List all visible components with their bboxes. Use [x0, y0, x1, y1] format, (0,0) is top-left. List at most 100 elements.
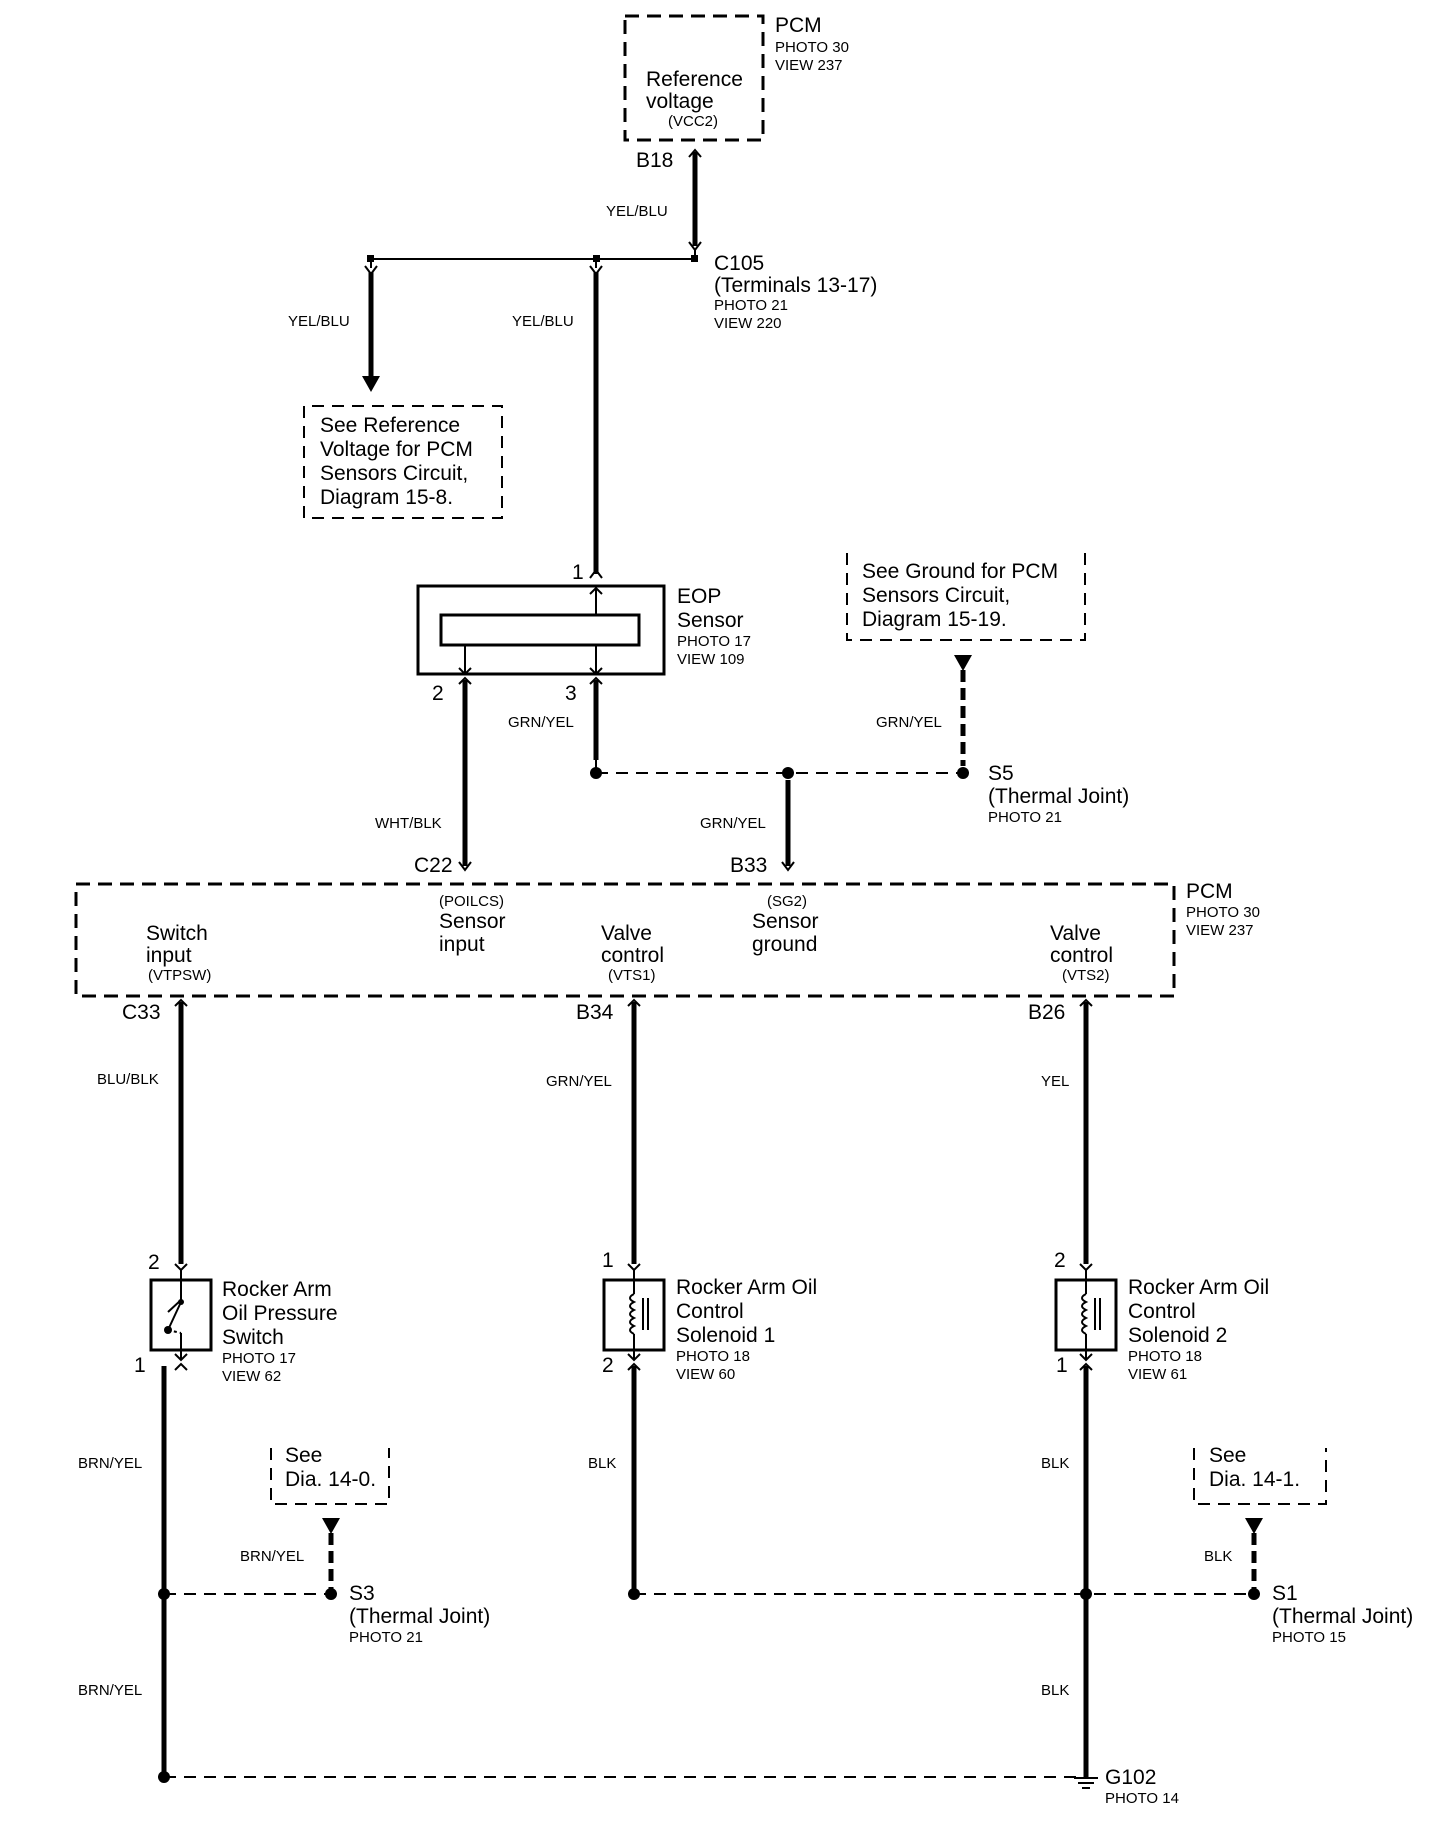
sensor-ground-1: Sensor [752, 910, 819, 933]
c105-view: VIEW 220 [714, 315, 782, 332]
solenoid1-pin-1: 1 [602, 1249, 614, 1272]
wire-b18-c105: YEL/BLU [606, 148, 702, 252]
solenoid2-pin-2: 2 [1054, 1249, 1066, 1272]
wire-label-ground-note: GRN/YEL [876, 714, 942, 731]
wire-label-s5-b33: GRN/YEL [700, 815, 766, 832]
pcm-top-view: VIEW 237 [775, 57, 843, 74]
s5-title: S5 [988, 762, 1014, 785]
ground-note-line-1: See Ground for PCM [862, 560, 1058, 583]
valve-control-1a: Valve [601, 922, 652, 945]
eop-title-1: EOP [677, 585, 721, 608]
sensor-ground-2: ground [752, 933, 817, 956]
g102-photo: PHOTO 14 [1105, 1790, 1179, 1807]
s5-photo: PHOTO 21 [988, 809, 1062, 826]
wire-label-eop-pin3: GRN/YEL [508, 714, 574, 731]
solenoid1-name-2: Control [676, 1300, 744, 1323]
valve-control-1b: control [601, 944, 664, 967]
pin-b34: B34 [576, 1001, 614, 1024]
pcm-main-photo: PHOTO 30 [1186, 904, 1260, 921]
pin-b33: B33 [730, 854, 767, 877]
rocker-arm-oil-pressure-switch: 2 1 Rocker Arm Oil Pressure Switch PHOTO… [134, 1251, 338, 1385]
solenoid1-pin-2: 2 [602, 1354, 614, 1377]
switch-photo: PHOTO 17 [222, 1350, 296, 1367]
solenoid1-view: VIEW 60 [676, 1366, 735, 1383]
s5-sub: (Thermal Joint) [988, 785, 1129, 808]
switch-name-3: Switch [222, 1326, 284, 1349]
solenoid2-name-3: Solenoid 2 [1128, 1324, 1227, 1347]
s3-note-1: See [285, 1444, 322, 1467]
c105-title: C105 [714, 252, 764, 275]
eop-pin-2: 2 [432, 682, 444, 705]
solenoid2-name-2: Control [1128, 1300, 1196, 1323]
ref-voltage-code: (VCC2) [668, 113, 718, 130]
left-branch-wire-top: BLU/BLK [97, 998, 188, 1272]
eop-sensor: 1 2 3 EOP Sensor PHOTO 17 VIEW 109 [416, 561, 751, 705]
g102-title: G102 [1105, 1766, 1156, 1789]
solenoid2-pin-1: 1 [1056, 1354, 1068, 1377]
right-branch-wire-top: YEL [1041, 998, 1093, 1272]
ground-note-line-3: Diagram 15-19. [862, 608, 1007, 631]
ref-voltage-label-2: voltage [646, 90, 714, 113]
eop-photo: PHOTO 17 [677, 633, 751, 650]
sensor-input-1: Sensor [439, 910, 506, 933]
vts1-code: (VTS1) [608, 967, 656, 984]
wire-label-solenoid2-bottom: BLK [1041, 1682, 1069, 1699]
s1-thermal-joint: See Dia. 14-1. BLK S1 (Thermal Joint) PH… [634, 1444, 1413, 1646]
solenoid1-photo: PHOTO 18 [676, 1348, 750, 1365]
left-branch-wire-bottom: BRN/YEL BRN/YEL [78, 1362, 188, 1783]
s1-sub: (Thermal Joint) [1272, 1605, 1413, 1628]
s3-note-2: Dia. 14-0. [285, 1468, 376, 1491]
switch-pin-1: 1 [134, 1354, 146, 1377]
s1-photo: PHOTO 15 [1272, 1629, 1346, 1646]
wire-label-s1: BLK [1204, 1548, 1232, 1565]
wire-label-switch-bottom: BRN/YEL [78, 1682, 142, 1699]
right-branch-wire-bottom: BLK BLK [1041, 1362, 1093, 1777]
switch-view: VIEW 62 [222, 1368, 281, 1385]
pin-b18: B18 [636, 149, 673, 172]
wire-label-s3: BRN/YEL [240, 1548, 304, 1565]
switch-name-2: Oil Pressure [222, 1302, 338, 1325]
wire-eop-pin2: WHT/BLK [375, 676, 472, 872]
pcm-top-photo: PHOTO 30 [775, 39, 849, 56]
valve-control-2a: Valve [1050, 922, 1101, 945]
pin-c22: C22 [414, 854, 453, 877]
wire-label-c105-mid: YEL/BLU [512, 313, 574, 330]
wire-label-b26: YEL [1041, 1073, 1069, 1090]
wire-c105-ref-note: YEL/BLU [288, 259, 380, 392]
s5-thermal-joint: S5 (Thermal Joint) PHOTO 21 [596, 762, 1129, 826]
rocker-arm-oil-control-solenoid-1: 1 2 Rocker Arm Oil Control Solenoid 1 PH… [602, 1249, 817, 1383]
pcm-main-view: VIEW 237 [1186, 922, 1254, 939]
c105-terminals: (Terminals 13-17) [714, 274, 877, 297]
poilcs-code: (POILCS) [439, 893, 504, 910]
wire-label-c105-left: YEL/BLU [288, 313, 350, 330]
ref-voltage-label-1: Reference [646, 68, 743, 91]
wire-c105-eop: YEL/BLU [512, 259, 603, 579]
pcm-main-title: PCM [1186, 880, 1233, 903]
solenoid2-photo: PHOTO 18 [1128, 1348, 1202, 1365]
g102-ground: G102 PHOTO 14 [164, 1766, 1179, 1807]
ref-note-line-2: Voltage for PCM [320, 438, 473, 461]
ref-note-line-3: Sensors Circuit, [320, 462, 468, 485]
c105-node-mid [593, 255, 600, 262]
solenoid1-name-3: Solenoid 1 [676, 1324, 775, 1347]
solenoid1-name-1: Rocker Arm Oil [676, 1276, 817, 1299]
wire-eop-pin3: GRN/YEL [508, 676, 603, 779]
ground-note-line-2: Sensors Circuit, [862, 584, 1010, 607]
pcm-main-box: PCM PHOTO 30 VIEW 237 C22 B33 (POILCS) S… [74, 854, 1260, 1024]
pin-c33: C33 [122, 1001, 161, 1024]
eop-title-2: Sensor [677, 609, 744, 632]
s1-note-2: Dia. 14-1. [1209, 1468, 1300, 1491]
reference-voltage-note: See Reference Voltage for PCM Sensors Ci… [303, 405, 503, 519]
ref-note-line-1: See Reference [320, 414, 460, 437]
wire-label-eop-pin2: WHT/BLK [375, 815, 442, 832]
solenoid2-name-1: Rocker Arm Oil [1128, 1276, 1269, 1299]
eop-view: VIEW 109 [677, 651, 745, 668]
wire-s5-b33: GRN/YEL [700, 780, 795, 872]
ground-note: See Ground for PCM Sensors Circuit, Diag… [846, 553, 1086, 779]
s3-sub: (Thermal Joint) [349, 1605, 490, 1628]
switch-pin-2: 2 [148, 1251, 160, 1274]
s1-title: S1 [1272, 1582, 1298, 1605]
c105-photo: PHOTO 21 [714, 297, 788, 314]
switch-input-2: input [146, 944, 192, 967]
